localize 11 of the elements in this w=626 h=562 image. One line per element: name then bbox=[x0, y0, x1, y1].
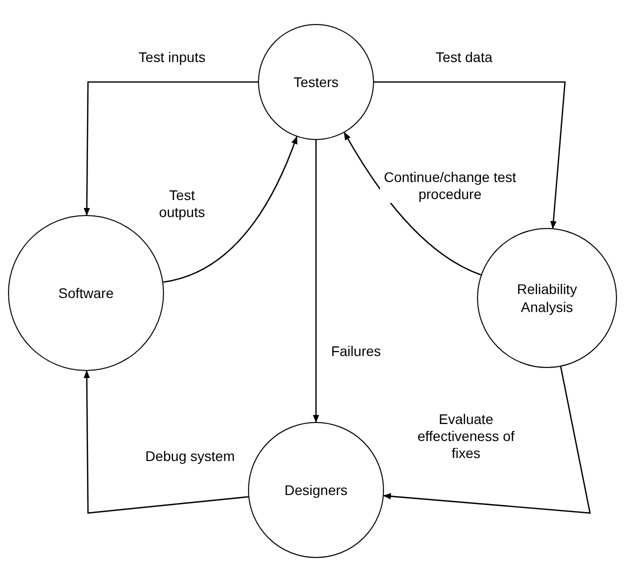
node-label: Testers bbox=[293, 73, 339, 91]
arrow bbox=[312, 140, 320, 423]
node-label: Designers bbox=[284, 481, 348, 499]
node-label: Software bbox=[58, 284, 114, 302]
arrow bbox=[344, 132, 482, 276]
arrow bbox=[374, 81, 566, 230]
arrow bbox=[163, 136, 298, 283]
arrow bbox=[382, 366, 591, 514]
arrow bbox=[84, 370, 248, 514]
node-label: Reliability Analysis bbox=[516, 280, 578, 316]
arrow bbox=[84, 81, 258, 216]
